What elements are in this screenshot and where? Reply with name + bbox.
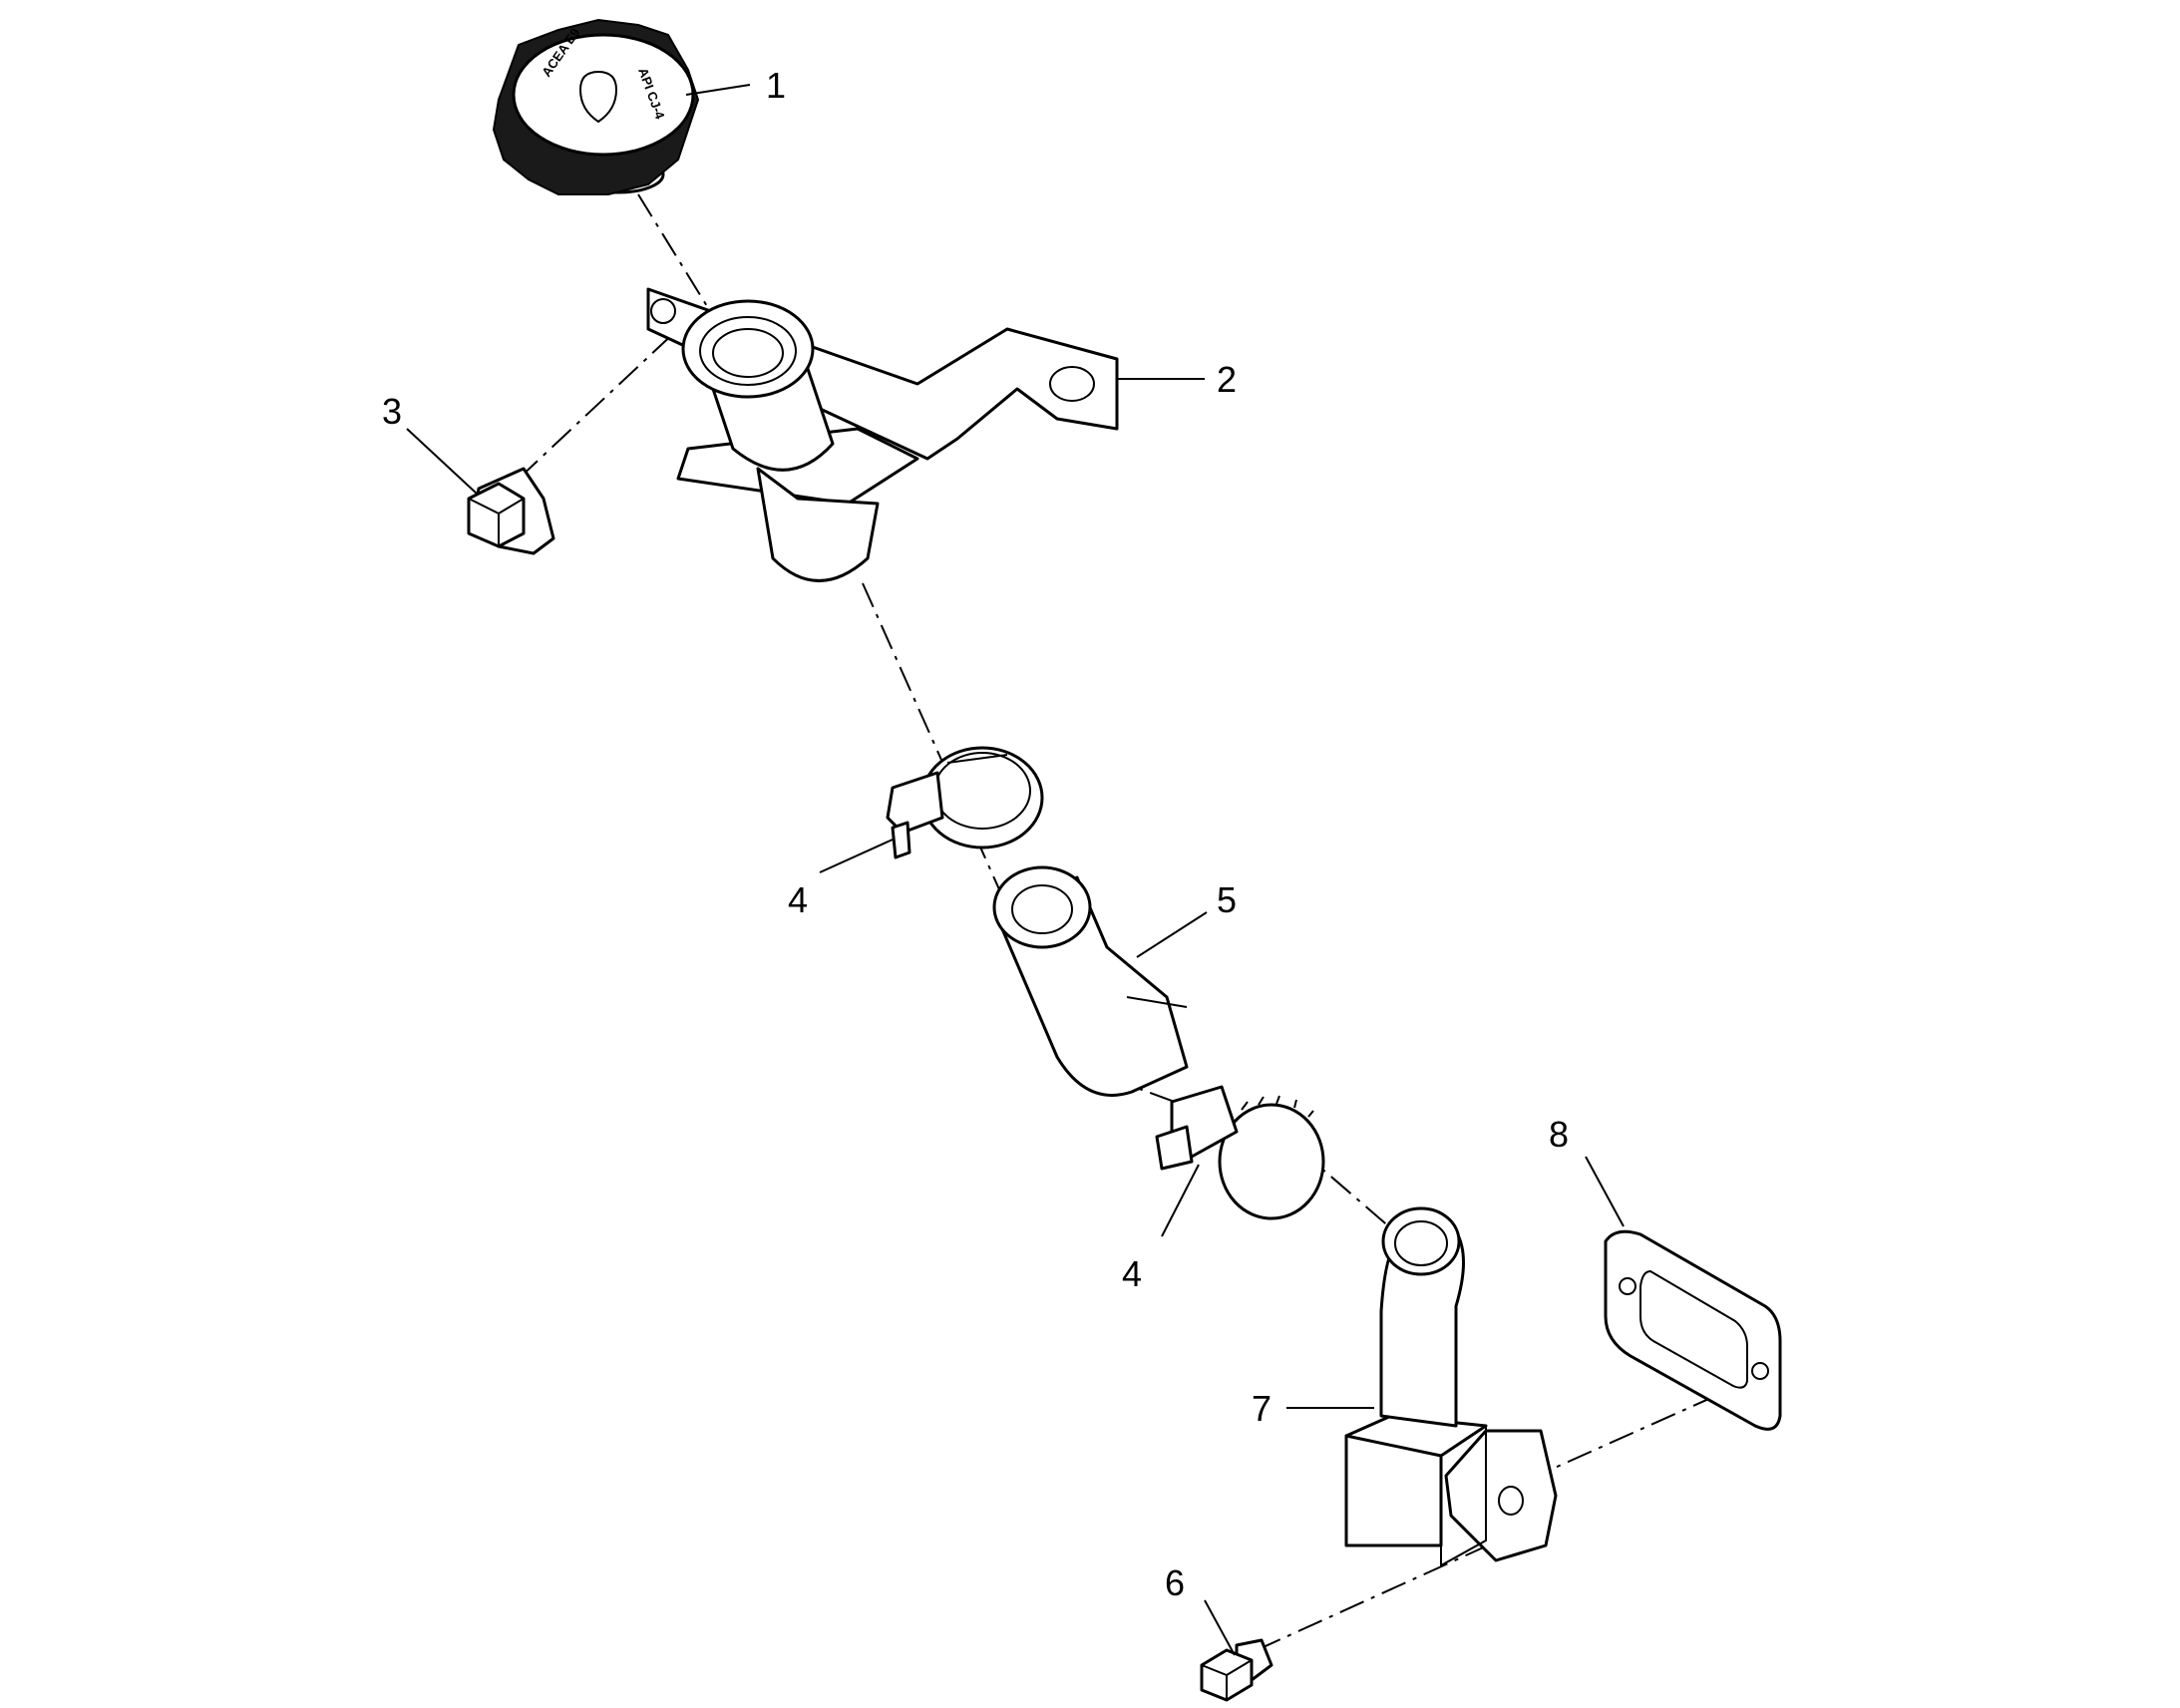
bolt-6 [1202, 1640, 1272, 1700]
leader-lines [406, 84, 1625, 1656]
hose-clamp-upper [888, 748, 1042, 857]
callout-3: 3 [382, 391, 402, 432]
filler-tube-bracket [648, 289, 1117, 581]
hose-clamp-lower [1157, 1087, 1323, 1218]
callout-7: 7 [1252, 1388, 1272, 1429]
callout-labels: 1 2 3 4 5 4 8 7 6 [382, 65, 1569, 1603]
callout-6: 6 [1165, 1562, 1185, 1603]
assembly-centerlines [518, 193, 1761, 1651]
breather-elbow-pipe [1346, 1208, 1556, 1565]
callout-5: 5 [1217, 879, 1237, 920]
gasket [1606, 1231, 1780, 1429]
callout-4-upper: 4 [788, 879, 808, 920]
oil-filler-cap: ACEA E9 API CJ-4 [494, 20, 698, 194]
callout-8: 8 [1549, 1114, 1569, 1155]
callout-2: 2 [1217, 359, 1237, 400]
rubber-hose [994, 867, 1187, 1095]
callout-4-lower: 4 [1122, 1253, 1142, 1294]
bolt-3 [469, 469, 553, 553]
callout-1: 1 [766, 65, 786, 106]
